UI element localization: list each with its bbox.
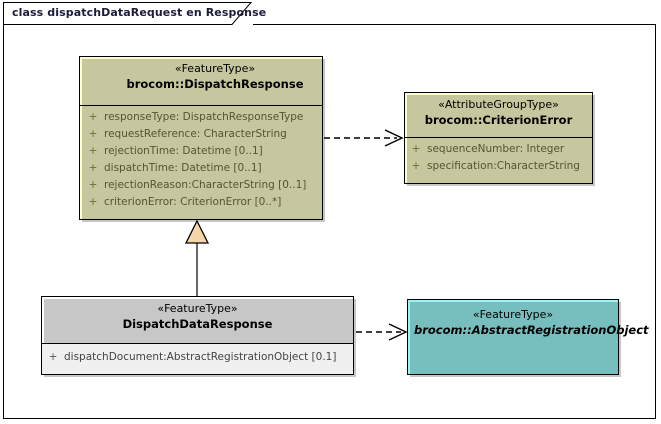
class-name: brocom::CriterionError — [424, 113, 573, 127]
attribute-visibility: + — [88, 196, 98, 208]
attribute-row: + requestReference: CharacterString — [82, 126, 322, 143]
attribute-text: responseType: DispatchResponseType — [104, 111, 304, 123]
attribute-row: + dispatchDocument:AbstractRegistrationO… — [42, 349, 353, 366]
attribute-row: + rejectionReason:CharacterString [0..1] — [82, 177, 322, 194]
class-header-criterion-error: «AttributeGroupType» brocom::CriterionEr… — [405, 93, 592, 138]
class-stereotype: «FeatureType» — [472, 308, 554, 321]
attribute-row: + specification:CharacterString — [405, 158, 592, 175]
attribute-visibility: + — [88, 162, 98, 174]
attribute-row: + criterionError: CriterionError [0..*] — [82, 194, 322, 211]
attribute-text: requestReference: CharacterString — [104, 128, 287, 140]
class-attributes-criterion-error: + sequenceNumber: Integer + specificatio… — [405, 138, 592, 179]
class-box-dispatch-response[interactable]: «FeatureType» brocom::DispatchResponse +… — [79, 56, 325, 222]
class-attributes-dispatch-response: + responseType: DispatchResponseType + r… — [80, 106, 322, 215]
diagram-title-tab: class dispatchDataRequest en Response — [3, 2, 266, 25]
attribute-row: + rejectionTime: Datetime [0..1] — [82, 143, 322, 160]
attribute-text: dispatchTime: Datetime [0..1] — [104, 162, 262, 174]
attribute-text: rejectionTime: Datetime [0..1] — [104, 145, 263, 157]
class-box-criterion-error[interactable]: «AttributeGroupType» brocom::CriterionEr… — [404, 92, 595, 186]
attribute-visibility: + — [88, 145, 98, 157]
attribute-row: + dispatchTime: Datetime [0..1] — [82, 160, 322, 177]
class-name: DispatchDataResponse — [122, 317, 273, 331]
attribute-row: + responseType: DispatchResponseType — [82, 109, 322, 126]
diagram-title: class dispatchDataRequest en Response — [12, 6, 267, 19]
class-header-dispatch-data-response: «FeatureType» DispatchDataResponse — [42, 297, 353, 344]
class-stereotype: «AttributeGroupType» — [438, 98, 559, 111]
attribute-text: sequenceNumber: Integer — [427, 143, 565, 155]
attribute-visibility: + — [88, 111, 98, 123]
attribute-visibility: + — [48, 351, 58, 363]
title-tab-shape — [3, 2, 253, 25]
attribute-visibility: + — [88, 128, 98, 140]
class-box-abstract-registration-object[interactable]: «FeatureType» brocom::AbstractRegistrati… — [407, 299, 649, 377]
attribute-text: rejectionReason:CharacterString [0..1] — [104, 179, 307, 191]
attribute-text: criterionError: CriterionError [0..*] — [104, 196, 282, 208]
attribute-visibility: + — [88, 179, 98, 191]
class-header-abstract-registration-object: «FeatureType» brocom::AbstractRegistrati… — [408, 300, 649, 374]
class-name: brocom::AbstractRegistrationObject — [414, 323, 649, 337]
attribute-text: specification:CharacterString — [427, 160, 580, 172]
attribute-visibility: + — [411, 143, 421, 155]
class-box-dispatch-data-response[interactable]: «FeatureType» DispatchDataResponse + dis… — [41, 296, 356, 377]
attribute-text: dispatchDocument:AbstractRegistrationObj… — [64, 351, 337, 363]
class-stereotype: «FeatureType» — [174, 62, 256, 75]
class-stereotype: «FeatureType» — [157, 302, 238, 315]
class-attributes-dispatch-data-response: + dispatchDocument:AbstractRegistrationO… — [42, 344, 353, 374]
attribute-visibility: + — [411, 160, 421, 172]
class-name: brocom::DispatchResponse — [126, 77, 304, 91]
attribute-row: + sequenceNumber: Integer — [405, 141, 592, 158]
class-header-dispatch-response: «FeatureType» brocom::DispatchResponse — [80, 57, 322, 106]
